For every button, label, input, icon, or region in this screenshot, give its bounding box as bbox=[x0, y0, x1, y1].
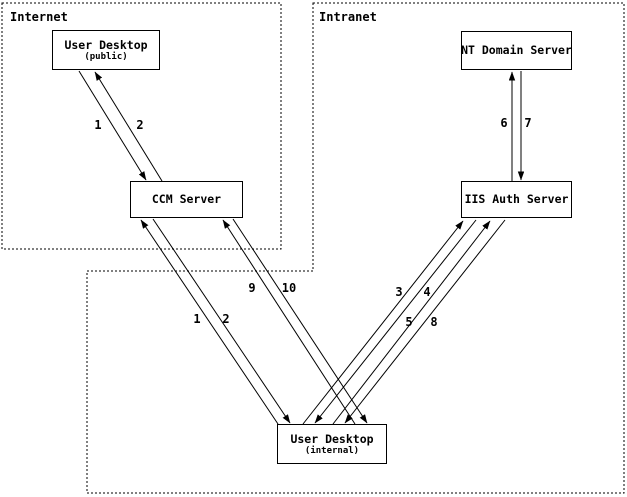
edge-label-4: 4 bbox=[423, 285, 431, 299]
edge-public-step2-ccm-to-desktop bbox=[94, 71, 163, 182]
edge-step10-ccm-to-desktop bbox=[232, 218, 368, 424]
node-user-desktop-internal-sublabel: (internal) bbox=[304, 445, 360, 456]
node-user-desktop-public-label: User Desktop bbox=[64, 37, 148, 52]
edge-label-public-2: 2 bbox=[136, 118, 144, 132]
edge-label-5: 5 bbox=[405, 315, 413, 329]
edge-label-10: 10 bbox=[281, 281, 297, 295]
node-iis-auth-server-label: IIS Auth Server bbox=[464, 192, 569, 206]
edge-label-6: 6 bbox=[500, 116, 508, 130]
intranet-zone-border bbox=[86, 2, 625, 494]
internet-zone-border bbox=[1, 2, 282, 250]
edge-step3-desktop-to-iis bbox=[302, 220, 464, 425]
node-user-desktop-public: User Desktop (public) bbox=[52, 30, 160, 70]
edge-step8-iis-to-desktop bbox=[344, 219, 506, 424]
edge-public-step1-desktop-to-ccm bbox=[78, 70, 147, 181]
edge-step5-desktop-to-iis bbox=[332, 220, 491, 425]
node-user-desktop-internal-label: User Desktop bbox=[290, 431, 374, 446]
edge-label-8: 8 bbox=[430, 315, 438, 329]
edge-label-3: 3 bbox=[395, 285, 403, 299]
edge-internal-step1-desktop-to-ccm bbox=[140, 219, 279, 425]
edge-internal-step2-ccm-to-desktop bbox=[152, 218, 291, 424]
edge-label-9: 9 bbox=[248, 281, 256, 295]
edge-label-internal-1: 1 bbox=[193, 312, 201, 326]
node-ccm-server: CCM Server bbox=[130, 181, 243, 218]
edge-label-7: 7 bbox=[524, 116, 532, 130]
node-user-desktop-public-sublabel: (public) bbox=[84, 51, 128, 62]
edge-label-internal-2: 2 bbox=[222, 312, 230, 326]
node-nt-domain-server: NT Domain Server bbox=[461, 31, 572, 70]
edge-step9-desktop-to-ccm bbox=[222, 219, 356, 425]
node-nt-domain-server-label: NT Domain Server bbox=[461, 43, 572, 57]
edge-label-public-1: 1 bbox=[94, 118, 102, 132]
node-iis-auth-server: IIS Auth Server bbox=[461, 181, 572, 218]
internet-zone-label: Internet bbox=[10, 10, 68, 24]
node-ccm-server-label: CCM Server bbox=[151, 192, 222, 206]
intranet-zone-label: Intranet bbox=[319, 10, 377, 24]
node-user-desktop-internal: User Desktop (internal) bbox=[277, 424, 387, 464]
edge-step4-iis-to-desktop bbox=[314, 219, 477, 424]
